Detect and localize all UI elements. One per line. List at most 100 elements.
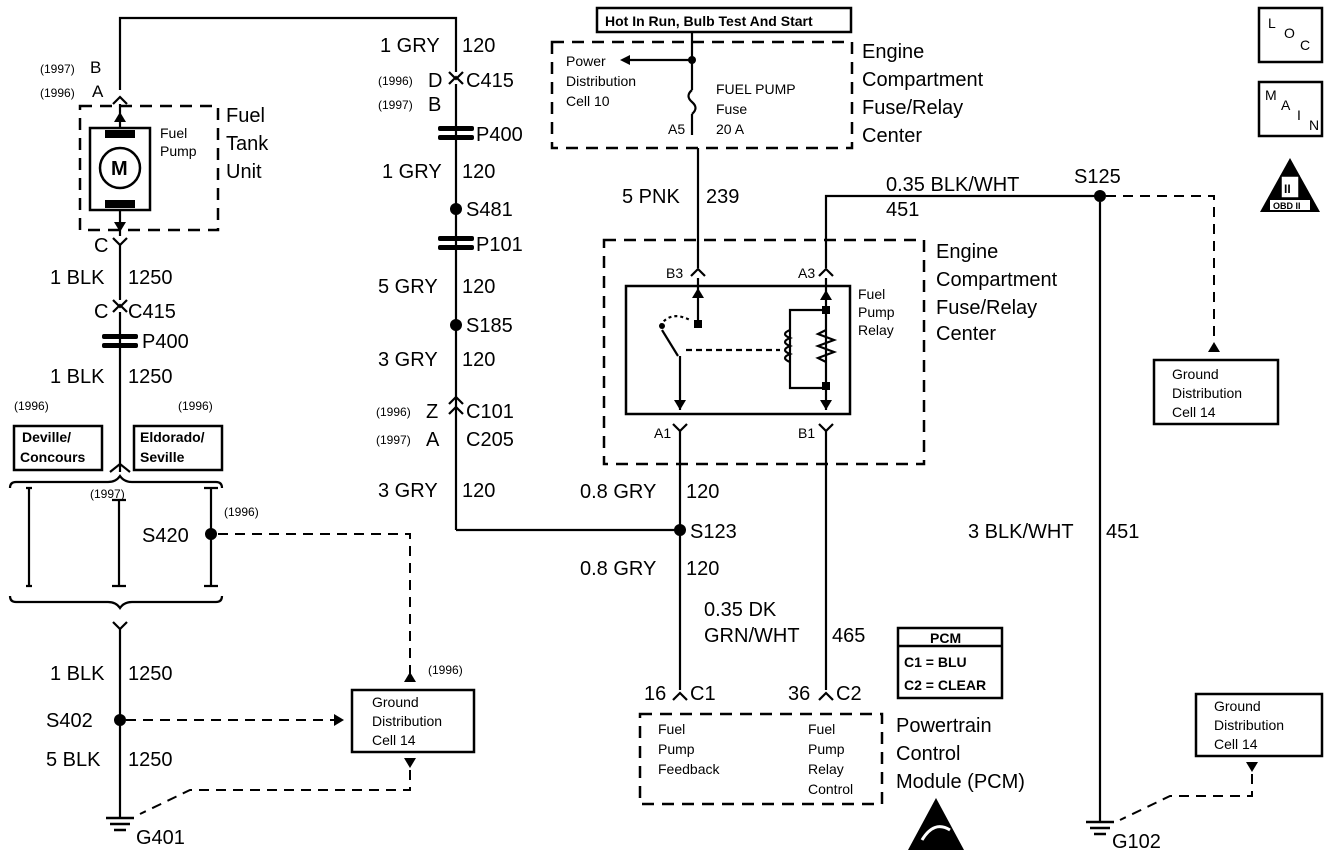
svg-text:Cell 10: Cell 10 [566,93,610,109]
fuel-tank-unit-label: Fuel [226,105,265,127]
svg-text:1 BLK: 1 BLK [50,366,105,388]
svg-text:0.8 GRY: 0.8 GRY [580,558,656,580]
svg-text:II: II [1284,182,1291,196]
svg-text:S481: S481 [466,199,513,221]
svg-text:S123: S123 [690,521,737,543]
svg-text:1 BLK: 1 BLK [50,267,105,289]
ground-icon [1086,820,1114,836]
svg-text:Z: Z [426,401,438,423]
svg-text:Deville/: Deville/ [22,429,71,445]
svg-text:1250: 1250 [128,267,173,289]
svg-text:Ground: Ground [372,694,419,710]
svg-text:(1996): (1996) [40,86,75,100]
motor-icon [98,146,142,190]
svg-text:O: O [1284,25,1295,41]
resistor-icon [814,329,838,363]
svg-text:A: A [1281,97,1291,113]
svg-text:G401: G401 [136,827,185,849]
arrow-up-icon [114,112,126,122]
svg-text:A3: A3 [798,265,815,281]
svg-text:G102: G102 [1112,831,1161,853]
svg-text:(1997): (1997) [40,62,75,76]
svg-text:Seville: Seville [140,449,185,465]
svg-text:Ground: Ground [1172,366,1219,382]
svg-text:239: 239 [706,186,739,208]
svg-text:1 GRY: 1 GRY [380,35,440,57]
svg-text:Fuel: Fuel [658,721,685,737]
wire-035blk-451 [824,194,1100,268]
svg-text:(1996): (1996) [376,405,411,419]
svg-text:Center: Center [862,125,922,147]
svg-text:Relay: Relay [808,761,844,777]
svg-text:(1996): (1996) [224,505,259,519]
svg-text:Module (PCM): Module (PCM) [896,771,1025,793]
svg-text:Cell 14: Cell 14 [1214,736,1258,752]
wire-1gry-top [118,16,458,90]
svg-text:Control: Control [808,781,853,797]
arrow-down-icon [1246,762,1258,772]
svg-text:0.35 DK: 0.35 DK [704,599,777,621]
fuse-relay-center-top-box [550,40,854,150]
ground-distribution-right1-box [1152,358,1280,426]
svg-text:PCM: PCM [930,630,961,646]
svg-text:1250: 1250 [128,749,173,771]
svg-text:451: 451 [1106,521,1139,543]
svg-text:Pump: Pump [808,741,845,757]
svg-text:C1: C1 [690,683,716,705]
svg-text:S402: S402 [46,710,93,732]
coil-icon [783,328,793,364]
svg-text:0.8 GRY: 0.8 GRY [580,481,656,503]
svg-text:Unit: Unit [226,161,262,183]
svg-text:120: 120 [462,161,495,183]
arrow-up-icon [404,672,416,682]
svg-text:D: D [428,70,442,92]
svg-text:120: 120 [462,480,495,502]
svg-text:0.35 BLK/WHT: 0.35 BLK/WHT [886,174,1019,196]
svg-text:1 GRY: 1 GRY [382,161,442,183]
svg-text:5 GRY: 5 GRY [378,276,438,298]
svg-text:Fuse/Relay: Fuse/Relay [936,297,1037,319]
arrow-right-icon [334,714,344,726]
svg-text:C415: C415 [466,70,514,92]
svg-text:5 PNK: 5 PNK [622,186,680,208]
svg-text:B1: B1 [798,425,815,441]
deville-concours-box [12,424,104,472]
svg-text:120: 120 [686,481,719,503]
arrow-down-icon [404,758,416,768]
svg-text:C415: C415 [128,301,176,323]
svg-text:A1: A1 [654,425,671,441]
arrow-down-icon [114,222,126,232]
svg-text:A5: A5 [668,121,685,137]
svg-text:Cell 14: Cell 14 [372,732,416,748]
svg-text:Cell 14: Cell 14 [1172,404,1216,420]
svg-text:36: 36 [788,683,810,705]
svg-text:3 GRY: 3 GRY [378,349,438,371]
svg-text:S420: S420 [142,525,189,547]
svg-text:S185: S185 [466,315,513,337]
svg-text:I: I [1297,107,1301,123]
arrow-up-icon [1208,342,1220,352]
svg-text:Eldorado/: Eldorado/ [140,429,205,445]
svg-text:20 A: 20 A [716,121,745,137]
pcm-label: Powertrain [896,715,992,737]
svg-text:Pump: Pump [858,304,895,320]
svg-text:Control: Control [896,743,960,765]
svg-text:C: C [1300,37,1310,53]
pcm-connector-legend [896,626,1004,700]
hot-in-run-label: Hot In Run, Bulb Test And Start [605,13,813,29]
fuel-pump-label: Fuel [160,125,187,141]
s481-splice [450,203,462,215]
svg-text:Distribution: Distribution [1172,385,1242,401]
svg-text:(1996): (1996) [428,663,463,677]
svg-text:Compartment: Compartment [936,269,1058,291]
svg-text:Fuse: Fuse [716,101,747,117]
svg-text:120: 120 [462,35,495,57]
svg-text:Pump: Pump [160,143,197,159]
fuel-pump-relay-box [624,284,852,416]
svg-text:N: N [1309,117,1319,133]
svg-text:B: B [90,58,101,77]
svg-text:16: 16 [644,683,666,705]
svg-text:C205: C205 [466,429,514,451]
svg-text:(1996): (1996) [378,74,413,88]
